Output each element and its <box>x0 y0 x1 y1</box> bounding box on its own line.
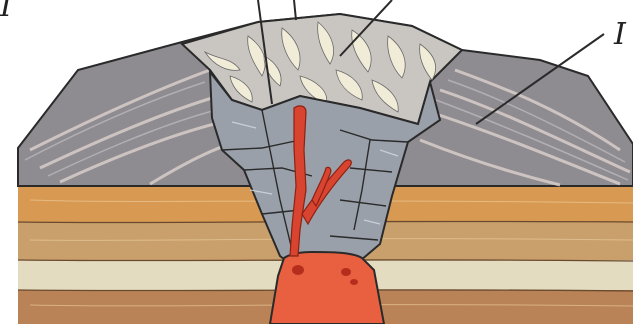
magma-chamber <box>270 252 384 324</box>
label-right: I <box>613 17 627 52</box>
label-left-partial: I <box>0 0 13 24</box>
